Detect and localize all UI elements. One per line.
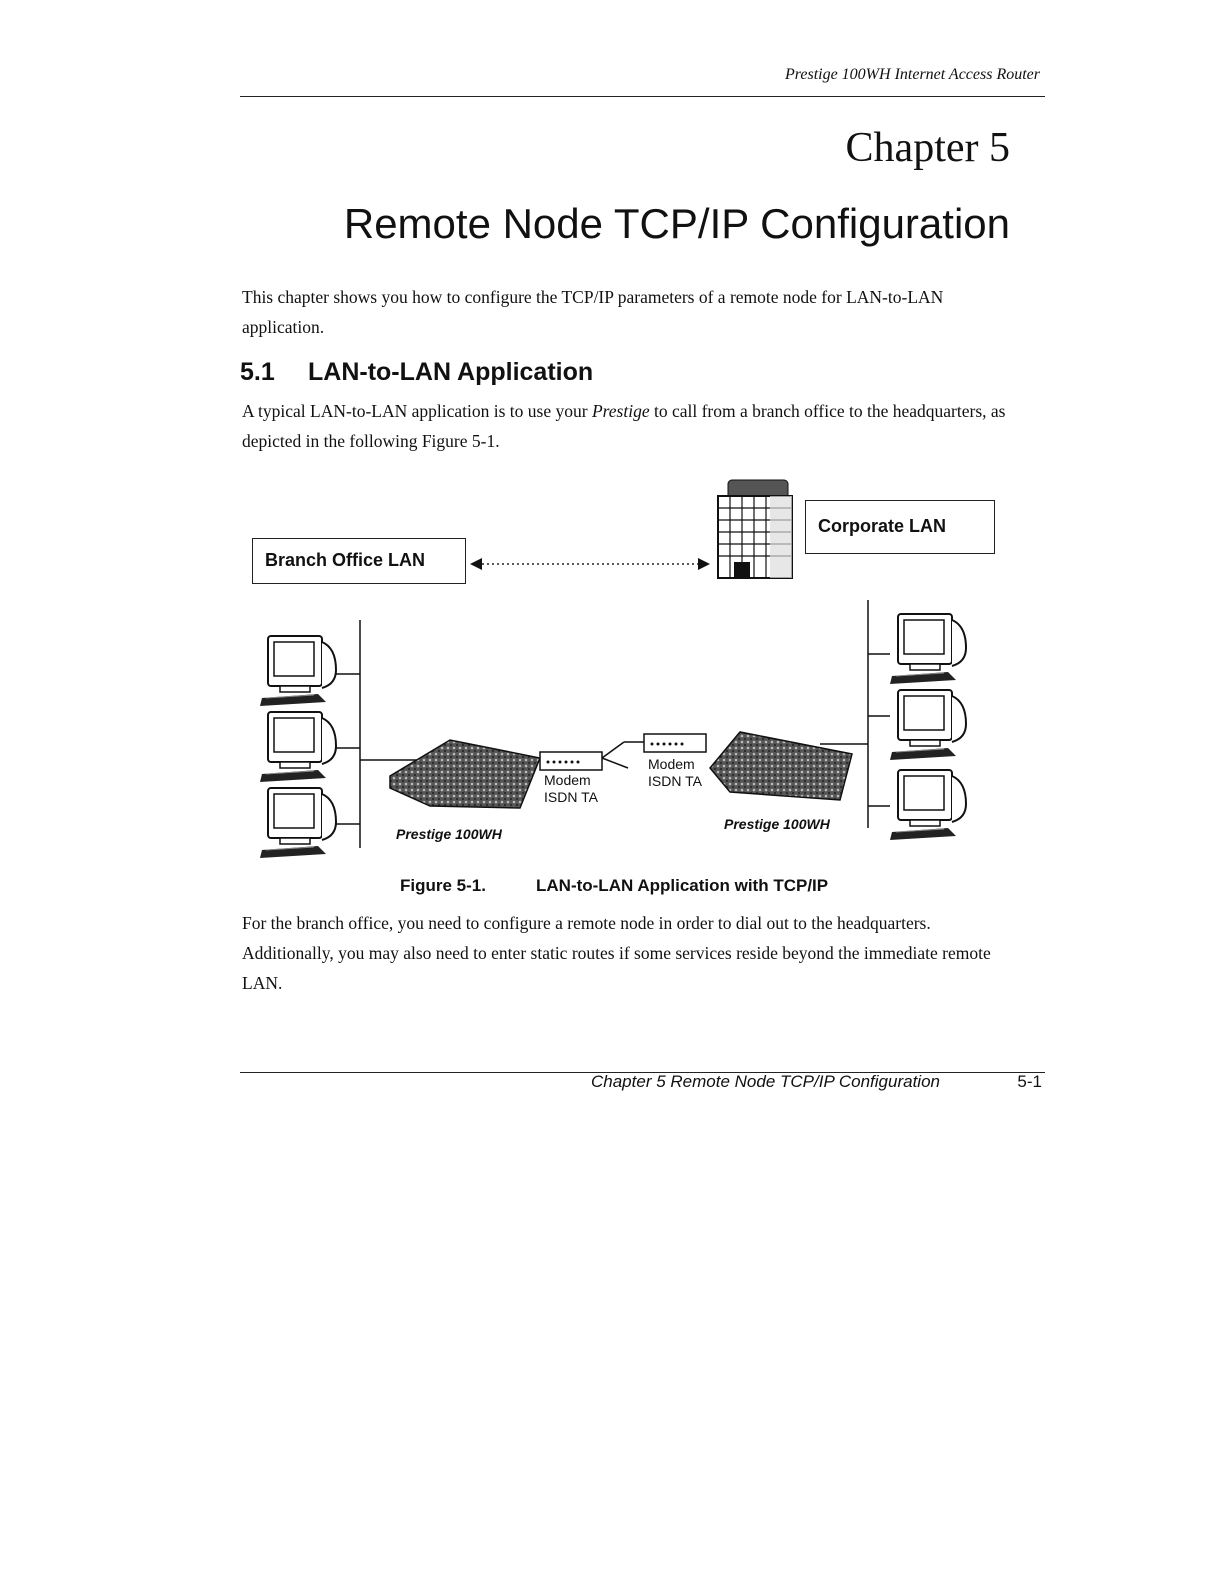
- branch-office-lan-label: Branch Office LAN: [252, 538, 466, 584]
- section-number: 5.1: [240, 358, 275, 386]
- header-rule: [240, 96, 1045, 97]
- footer-chapter-text: Chapter 5 Remote Node TCP/IP Configurati…: [591, 1072, 940, 1091]
- router-label: Prestige 100WH: [724, 816, 830, 832]
- para-emphasis: Prestige: [591, 401, 650, 421]
- computer-icon: [889, 769, 967, 841]
- chapter-title: Remote Node TCP/IP Configuration: [343, 200, 1010, 247]
- para-text: A typical LAN-to-LAN application is to u…: [242, 401, 592, 421]
- section-paragraph: A typical LAN-to-LAN application is to u…: [242, 396, 1012, 456]
- closing-paragraph: For the branch office, you need to confi…: [242, 913, 991, 993]
- modem-icon: [643, 733, 707, 753]
- computer-icon: [259, 787, 337, 859]
- computer-icon: [889, 613, 967, 685]
- section-heading: 5.1 LAN-to-LAN Application: [240, 358, 593, 387]
- isdn-label: ISDN TA: [648, 773, 702, 789]
- intro-paragraph: This chapter shows you how to configure …: [242, 287, 944, 337]
- modem-label: Modem: [544, 772, 591, 788]
- computer-icon: [259, 711, 337, 783]
- para-text: to call from a branch office to the head…: [242, 401, 1006, 451]
- network-figure: Branch Office LAN Corporate LAN Modem IS…: [230, 476, 1020, 866]
- router-label: Prestige 100WH: [396, 826, 502, 842]
- router-icon: [389, 739, 542, 809]
- footer-rule: [240, 1072, 1045, 1073]
- modem-icon: [539, 751, 603, 771]
- chapter-label: Chapter 5: [845, 125, 1010, 171]
- modem-label: Modem: [648, 756, 695, 772]
- caption-text: LAN-to-LAN Application with TCP/IP: [536, 876, 829, 895]
- figure-caption: Figure 5-1. LAN-to-LAN Application with T…: [400, 876, 828, 896]
- corporate-lan-label: Corporate LAN: [805, 500, 995, 554]
- isdn-label: ISDN TA: [544, 789, 598, 805]
- router-icon: [709, 731, 853, 801]
- lan-backbone: [330, 600, 890, 848]
- running-header: Prestige 100WH Internet Access Router: [784, 66, 1040, 83]
- figure-drawing: [259, 479, 967, 859]
- wan-link-arrow: [470, 558, 710, 570]
- caption-number: Figure 5-1.: [400, 876, 486, 895]
- computer-icon: [889, 689, 967, 761]
- computer-icon: [259, 635, 337, 707]
- building-icon: [717, 479, 793, 579]
- section-title: LAN-to-LAN Application: [308, 358, 594, 386]
- page-number: 5-1: [1017, 1072, 1042, 1091]
